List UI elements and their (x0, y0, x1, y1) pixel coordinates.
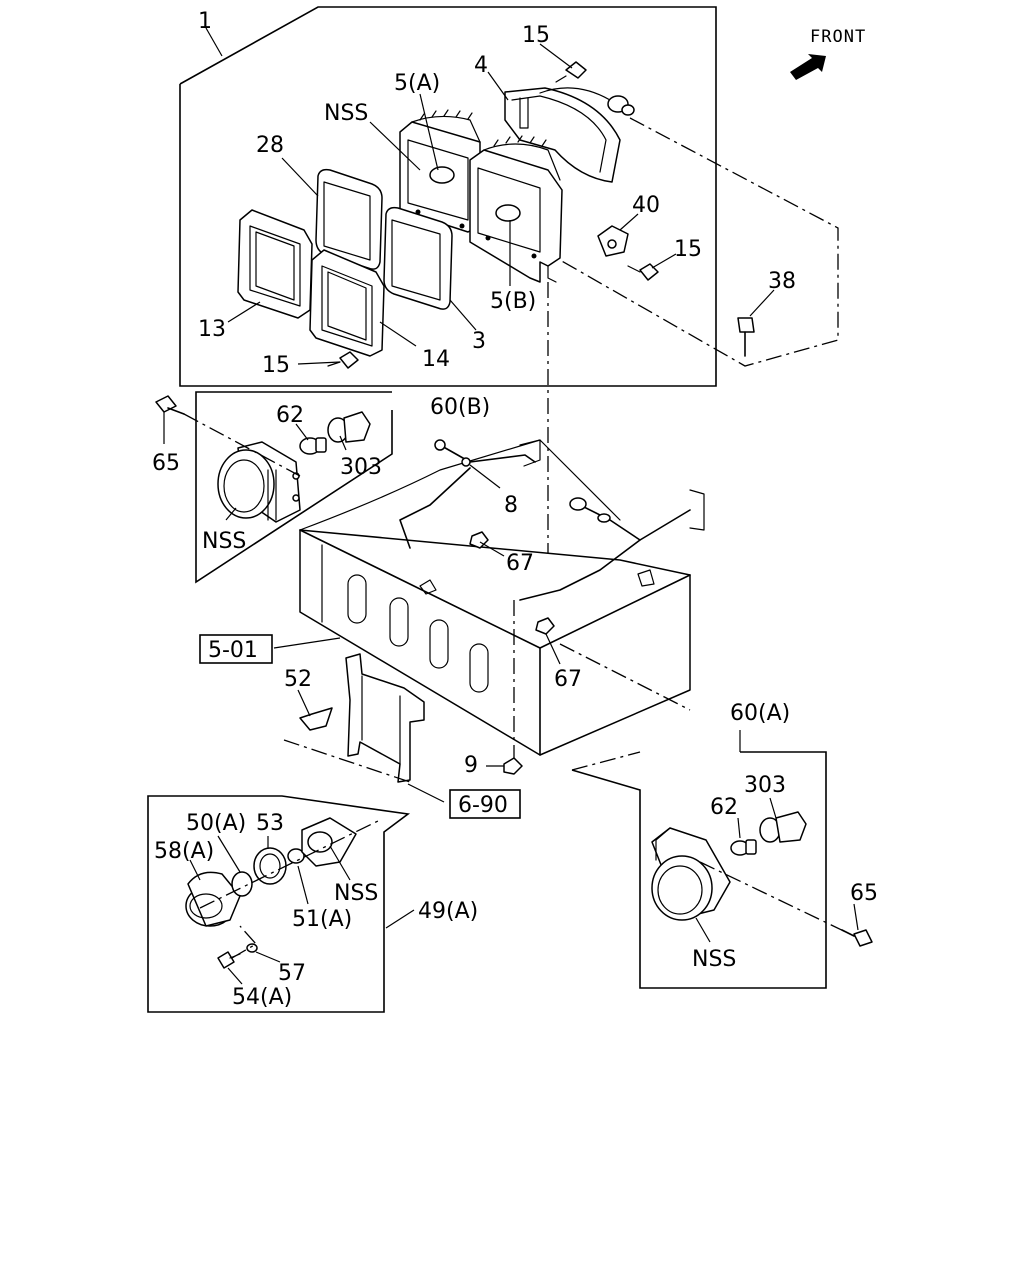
lamp-body-58a (185, 871, 241, 927)
screw-15-top-icon (555, 61, 587, 83)
callout-nss-marker-a: NSS (692, 947, 736, 972)
bulb-51a-icon (287, 848, 305, 864)
callout-67-lower: 67 (554, 667, 582, 692)
washer-57-icon (246, 943, 258, 953)
callout-57: 57 (278, 961, 306, 986)
ref-box-5-01[interactable]: 5-01 (199, 634, 273, 664)
callout-303-a: 303 (744, 773, 786, 798)
leader-lines (163, 27, 859, 985)
gasket-28 (315, 168, 383, 270)
screw-54a-icon (217, 951, 241, 969)
callout-51a: 51(A) (292, 907, 352, 932)
callout-28: 28 (256, 133, 284, 158)
callout-303-b: 303 (340, 455, 382, 480)
socket-lamp-49a (301, 817, 357, 867)
assembly-line-49a-screw (231, 925, 258, 959)
marker-lamp-b (217, 441, 301, 523)
callout-13: 13 (198, 317, 226, 342)
headlamp-housing (504, 87, 635, 183)
bolt-65-b-icon (155, 395, 185, 415)
ref-label-5-01: 5-01 (208, 638, 258, 663)
callout-60b: 60(B) (430, 395, 490, 420)
ref-box-6-90[interactable]: 6-90 (449, 789, 521, 819)
lens-14 (309, 249, 385, 357)
callout-8: 8 (504, 493, 518, 518)
assembly-line-49a (199, 819, 381, 909)
callout-40: 40 (632, 193, 660, 218)
screw-15-bottom-icon (327, 351, 359, 369)
callout-15-bottom: 15 (262, 353, 290, 378)
marker-lamp-a (651, 827, 731, 921)
callout-38: 38 (768, 269, 796, 294)
callout-15-right: 15 (674, 237, 702, 262)
assembly-line-top (559, 117, 839, 367)
lamp-49a-box (147, 795, 411, 1013)
callout-54a: 54(A) (232, 985, 292, 1010)
nut-67-lower-icon (535, 617, 555, 635)
callout-nss-lamp-49a: NSS (334, 881, 378, 906)
marker-lamp-a-box (571, 751, 827, 989)
callout-67-upper: 67 (506, 551, 534, 576)
assembly-line-60a (559, 643, 691, 711)
socket-303-a-icon (759, 811, 807, 843)
gasket-3 (383, 206, 453, 310)
callout-62-b: 62 (276, 403, 304, 428)
callout-15-top: 15 (522, 23, 550, 48)
bulb-62-a-icon (730, 839, 757, 856)
callout-49a: 49(A) (418, 899, 478, 924)
callout-65-a: 65 (850, 881, 878, 906)
assembly-line-lower (283, 739, 641, 783)
marker-lamp-b-box (195, 391, 393, 584)
screw-15-right-icon (627, 263, 659, 281)
harness-8 (399, 439, 705, 601)
callout-5b: 5(B) (490, 289, 536, 314)
callout-65-b: 65 (152, 451, 180, 476)
bolt-65-a-icon (841, 929, 873, 947)
callout-14: 14 (422, 347, 450, 372)
callout-52: 52 (284, 667, 312, 692)
bulb-62-b-icon (299, 437, 327, 455)
ref-label-6-90: 6-90 (458, 793, 508, 818)
lens-13 (237, 209, 313, 319)
callout-62-a: 62 (710, 795, 738, 820)
headlamp-unit-b (469, 135, 563, 283)
callout-1: 1 (198, 9, 212, 34)
assembly-line-60b (183, 413, 301, 477)
callout-9: 9 (464, 753, 478, 778)
callout-nss-marker-b: NSS (202, 529, 246, 554)
callout-60a: 60(A) (730, 701, 790, 726)
callout-nss-headlamp: NSS (324, 101, 368, 126)
callout-3: 3 (472, 329, 486, 354)
headlamp-assembly-box (179, 6, 717, 387)
assembly-line-60a-bolt (699, 861, 851, 935)
socket-303-b-icon (327, 411, 371, 443)
bolt-38-icon (737, 317, 755, 357)
callout-50a: 50(A) (186, 811, 246, 836)
mounting-bracket (345, 653, 425, 783)
callout-labels: 1 15 4 5(A) NSS 28 40 15 38 5(B) 13 3 14… (152, 9, 878, 1010)
front-arrow-icon (790, 54, 826, 80)
front-bumper (299, 439, 691, 756)
bracket-40 (597, 225, 629, 257)
front-label: FRONT (810, 27, 866, 47)
callout-4: 4 (474, 53, 488, 78)
clip-52-icon (299, 707, 333, 731)
callout-58a: 58(A) (154, 839, 214, 864)
callout-53: 53 (256, 811, 284, 836)
nut-9-icon (503, 757, 523, 775)
callout-5a: 5(A) (394, 71, 440, 96)
gasket-50a (231, 871, 253, 897)
